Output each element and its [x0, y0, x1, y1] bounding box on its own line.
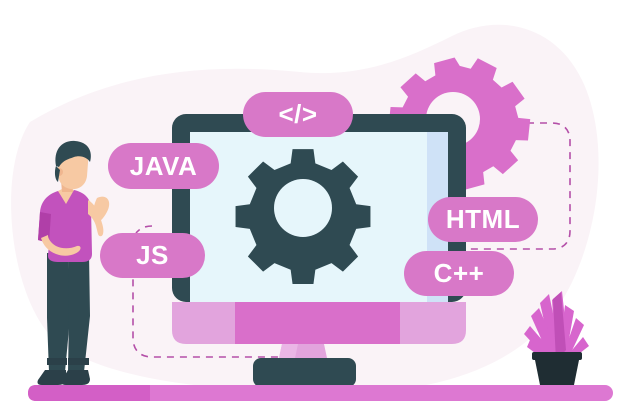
- person-shoe-front: [61, 370, 90, 385]
- label-pill-js[interactable]: JS: [100, 233, 205, 278]
- floor-bar-shadow: [28, 385, 150, 401]
- label-pill-cpp[interactable]: C++: [404, 251, 514, 296]
- person-hair: [55, 140, 91, 167]
- potted-plant: [524, 291, 589, 385]
- label-pill-code[interactable]: </>: [243, 92, 353, 137]
- computer-monitor: [172, 114, 466, 387]
- person-presenter: [37, 140, 110, 385]
- label-pill-html-text: HTML: [445, 204, 521, 234]
- plant-pot: [534, 355, 580, 385]
- floor-bar: [28, 385, 613, 401]
- label-pill-java[interactable]: JAVA: [108, 143, 219, 189]
- person-hand-raised: [93, 196, 110, 222]
- label-pill-java-text: JAVA: [129, 150, 198, 181]
- person-leg-back: [47, 253, 70, 372]
- label-pill-js-text: JS: [136, 240, 169, 270]
- dashed-connector-right: [449, 122, 571, 250]
- monitor-base: [253, 358, 356, 387]
- gear-icon-screen: [235, 149, 371, 284]
- plant-pot-rim: [532, 352, 582, 360]
- person-hair-sideburn: [54, 166, 60, 182]
- person-shoe-back: [37, 370, 66, 385]
- plant-leaf-highlight: [553, 292, 566, 361]
- person-cuff-front: [68, 358, 89, 365]
- person-cuff-back: [47, 358, 67, 365]
- person-arm-lower: [41, 235, 81, 256]
- monitor-lower-panel-mid: [235, 302, 400, 344]
- person-leg-front: [68, 253, 90, 372]
- dashed-connector-left: [132, 225, 296, 358]
- label-pill-html[interactable]: HTML: [428, 197, 538, 242]
- label-pill-cpp-text: C++: [433, 258, 485, 288]
- label-pill-code-text: </>: [278, 99, 318, 129]
